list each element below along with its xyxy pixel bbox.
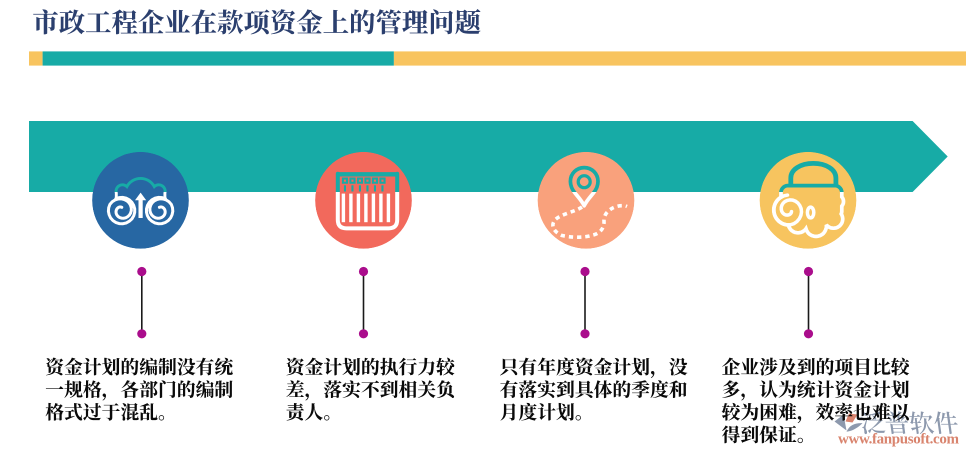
svg-text:www.fanpusoft.com: www.fanpusoft.com: [838, 432, 960, 448]
